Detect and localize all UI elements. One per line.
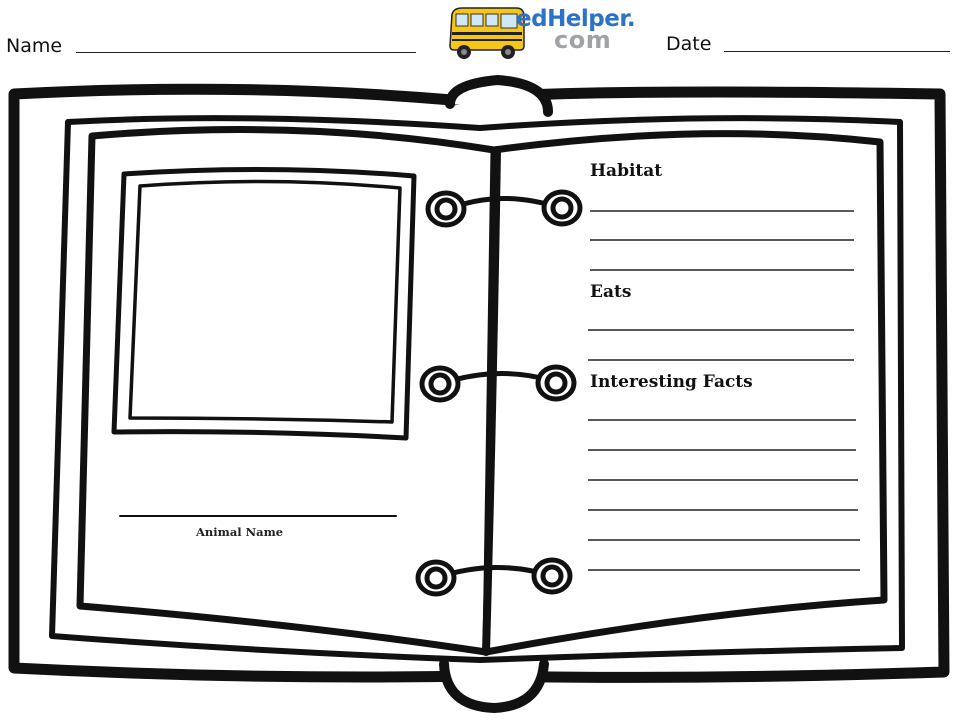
ring-bottom — [415, 557, 573, 597]
ring-top — [425, 189, 583, 228]
name-label: Name — [6, 35, 63, 57]
edhelper-logo: edHelper. com — [446, 2, 646, 64]
animal-name-label: Animal Name — [196, 525, 284, 539]
spine-tab-top — [445, 75, 553, 117]
name-line[interactable] — [76, 52, 416, 53]
binder-rings — [415, 189, 583, 597]
date-label: Date — [666, 33, 712, 55]
logo-brand-text: edHelper. — [516, 6, 636, 32]
logo-suffix-text: com — [554, 26, 612, 54]
photo-frame-inner — [128, 179, 402, 424]
date-line[interactable] — [724, 51, 950, 52]
school-bus-icon — [449, 7, 525, 59]
right-page — [482, 130, 888, 656]
book-inner-rim — [49, 115, 905, 663]
interesting-facts-title: Interesting Facts — [590, 372, 753, 392]
habitat-title: Habitat — [590, 161, 663, 181]
eats-title: Eats — [590, 282, 632, 302]
spine-line — [482, 146, 501, 656]
writing-lines — [588, 210, 860, 571]
photo-frame-outer — [111, 166, 417, 441]
book-cover-outline — [8, 83, 950, 683]
spine-tab-bottom — [439, 659, 549, 713]
ring-middle — [419, 364, 577, 403]
